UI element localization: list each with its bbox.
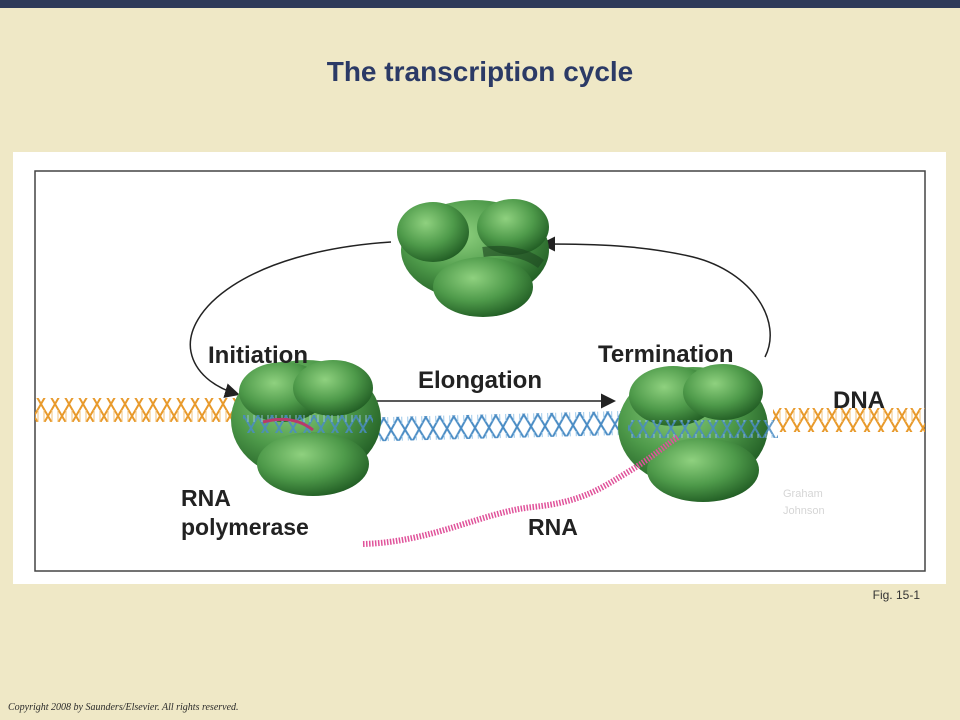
label-rna-polymerase-line1: RNA (181, 485, 231, 511)
arrow-termination-to-free (540, 236, 771, 358)
arrow-free-to-initiation (189, 241, 392, 398)
label-rna: RNA (528, 514, 578, 540)
dna-left-segment (35, 398, 255, 422)
transcription-diagram: Initiation Elongation Termination DNA RN… (34, 170, 926, 572)
figure-label: Fig. 15-1 (872, 588, 920, 602)
label-dna: DNA (833, 387, 885, 414)
diagram-frame (34, 170, 926, 572)
free-rna-polymerase (397, 199, 549, 317)
watermark-line1: Graham (783, 488, 823, 500)
dna-right-segment (773, 408, 925, 432)
artist-watermark: Graham Johnson (783, 488, 825, 517)
initiation-rna-polymerase (231, 360, 381, 496)
slide-title: The transcription cycle (326, 56, 634, 87)
top-bar (0, 0, 960, 8)
watermark-line2: Johnson (783, 505, 825, 517)
label-termination: Termination (598, 341, 734, 368)
copyright-notice: Copyright 2008 by Saunders/Elsevier. All… (8, 702, 239, 713)
rna-transcript (362, 434, 680, 547)
termination-rna-polymerase (618, 364, 778, 502)
label-initiation: Initiation (208, 342, 308, 369)
figure-panel: Initiation Elongation Termination DNA RN… (13, 152, 946, 584)
label-elongation: Elongation (418, 367, 542, 394)
label-rna-polymerase-line2: polymerase (181, 514, 309, 540)
